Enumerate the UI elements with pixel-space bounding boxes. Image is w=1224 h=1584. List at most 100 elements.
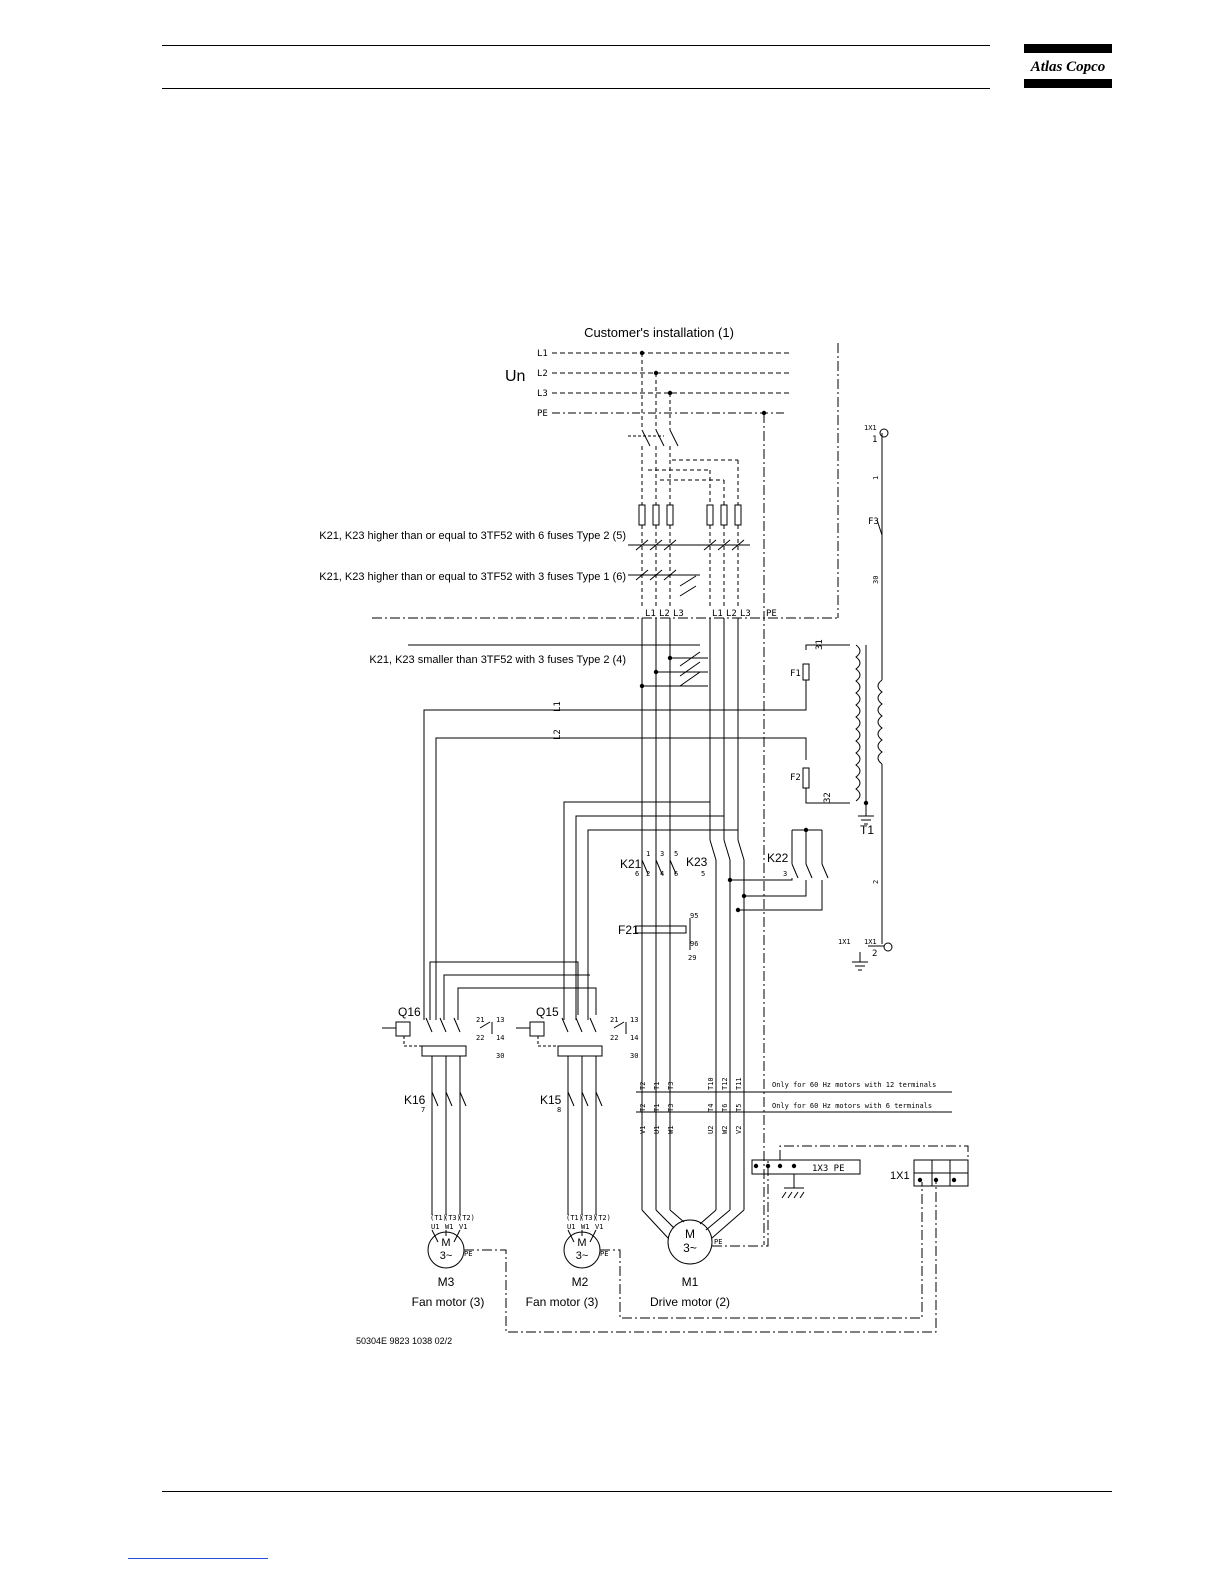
m1-term-top-3: T3 [667, 1082, 675, 1090]
supply-line-l2: L2 [537, 369, 548, 379]
k21-pin-1: 1 [646, 850, 650, 858]
f21-pin-29: 29 [688, 954, 696, 962]
m1-symbol-phase: 3~ [683, 1241, 697, 1255]
fuse-f1-label: F1 [790, 669, 801, 679]
k21-pin-4: 4 [660, 870, 664, 878]
m3-symbol-m: M [441, 1237, 450, 1249]
k21-pin-3: 3 [660, 850, 664, 858]
q16-aux-21: 21 [476, 1016, 484, 1024]
q15-aux-14: 14 [630, 1034, 638, 1042]
control-1x1-label: 1X1 [864, 424, 877, 432]
terminal-l1-a: L1 [645, 609, 656, 619]
k23-aux: 5 [701, 870, 705, 878]
terminal-l2-a: L2 [659, 609, 670, 619]
terminal-l3-b: L3 [740, 609, 751, 619]
q16-aux-14: 14 [496, 1034, 504, 1042]
m1-term-mid-1: T2 [639, 1104, 647, 1112]
motor-m2-desc: Fan motor (3) [526, 1295, 599, 1309]
q16-aux-13: 13 [496, 1016, 504, 1024]
control-1x1b-label: 1X1 [864, 938, 877, 946]
contactor-k21-label: K21 [620, 857, 642, 871]
fuse-f3-label: F3 [868, 517, 879, 527]
contactor-k23-label: K23 [686, 855, 708, 869]
wire-l2-label: L2 [553, 729, 563, 740]
option-3-fuses-type2-small: K21, K23 smaller than 3TF52 with 3 fuses… [369, 654, 626, 666]
m1-term-bot-2: U1 [653, 1126, 661, 1134]
diagram-title: Customer's installation (1) [584, 325, 734, 340]
m1-term-bot-5: W2 [721, 1126, 729, 1134]
k22-aux: 3 [783, 870, 787, 878]
m1-term-mid-4: T4 [707, 1104, 715, 1112]
m1-term-top-6: T11 [735, 1077, 743, 1090]
transformer-t1-label: T1 [860, 823, 874, 837]
k21-pin-6: 6 [674, 870, 678, 878]
control-1x1b-pin: 2 [872, 949, 877, 959]
note-12-terminals: Only for 60 Hz motors with 12 terminals [772, 1081, 936, 1089]
drawing-reference: 50304E 9823 1038 02/2 [356, 1336, 452, 1346]
earth-1x1-label: 1X1 [838, 938, 851, 946]
m1-term-bot-1: V1 [639, 1126, 647, 1134]
m3-term-v1: V1 [459, 1223, 467, 1231]
q15-aux-30: 30 [630, 1052, 638, 1060]
m2-term-t3: (T3) [580, 1214, 597, 1222]
q16-aux-22: 22 [476, 1034, 484, 1042]
m2-term-u1: U1 [567, 1223, 575, 1231]
q15-aux-22: 22 [610, 1034, 618, 1042]
supply-line-l1: L1 [537, 349, 548, 359]
m3-term-t2: (T2) [458, 1214, 475, 1222]
terminal-1x1-label: 1X1 [890, 1170, 910, 1182]
motor-m3-label: M3 [438, 1275, 455, 1289]
q15-aux-13: 13 [630, 1016, 638, 1024]
terminal-l1-b: L1 [712, 609, 723, 619]
m3-term-u1: U1 [431, 1223, 439, 1231]
m3-symbol-phase: 3~ [440, 1250, 453, 1262]
m2-term-v1: V1 [595, 1223, 603, 1231]
f21-pin-96: 96 [690, 940, 698, 948]
m3-term-t3: (T3) [444, 1214, 461, 1222]
m2-symbol-phase: 3~ [576, 1250, 589, 1262]
m1-pe: PE [714, 1238, 722, 1246]
m1-term-top-2: T1 [653, 1082, 661, 1090]
f21-pin-95: 95 [690, 912, 698, 920]
supply-line-pe: PE [537, 409, 548, 419]
k15-aux: 8 [557, 1106, 561, 1114]
m1-term-mid-5: T6 [721, 1104, 729, 1112]
terminal-pe: PE [766, 609, 777, 619]
m2-term-t1: (T1) [566, 1214, 583, 1222]
m1-term-bot-4: U2 [707, 1126, 715, 1134]
atlas-copco-logo: Atlas Copco [1024, 44, 1112, 88]
wire-31-label: 31 [815, 639, 825, 650]
header-rule-top [162, 45, 990, 46]
overload-f21-label: F21 [618, 923, 639, 937]
k21-pin-2: 2 [646, 870, 650, 878]
k21-pin-5: 5 [674, 850, 678, 858]
option-3-fuses-type1: K21, K23 higher than or equal to 3TF52 w… [319, 571, 626, 583]
m1-term-mid-6: T5 [735, 1104, 743, 1112]
m2-pe: PE [600, 1250, 608, 1258]
contactor-k15-label: K15 [540, 1093, 562, 1107]
breaker-q16-label: Q16 [398, 1005, 421, 1019]
contactor-k22-label: K22 [767, 851, 789, 865]
control-1x1-pin: 1 [872, 435, 877, 445]
k16-aux: 7 [421, 1106, 425, 1114]
control-wire-1: 1 [872, 476, 880, 480]
note-6-terminals: Only for 60 Hz motors with 6 terminals [772, 1102, 932, 1110]
m1-term-top-4: T10 [707, 1077, 715, 1090]
m1-term-bot-6: V2 [735, 1126, 743, 1134]
m1-term-mid-2: T1 [653, 1104, 661, 1112]
m1-symbol-m: M [685, 1227, 695, 1241]
m1-term-bot-3: W1 [667, 1126, 675, 1134]
motor-m1-label: M1 [682, 1275, 699, 1289]
contactor-k16-label: K16 [404, 1093, 426, 1107]
m1-term-mid-3: T3 [667, 1104, 675, 1112]
footer-rule [162, 1491, 1112, 1492]
motor-m2-label: M2 [572, 1275, 589, 1289]
m3-term-t1: (T1) [430, 1214, 447, 1222]
q15-aux-21: 21 [610, 1016, 618, 1024]
m2-term-w1: W1 [581, 1223, 589, 1231]
m1-term-top-1: T2 [639, 1082, 647, 1090]
control-wire-30: 30 [872, 576, 880, 584]
m2-term-t2: (T2) [594, 1214, 611, 1222]
fuse-f2-label: F2 [790, 773, 801, 783]
